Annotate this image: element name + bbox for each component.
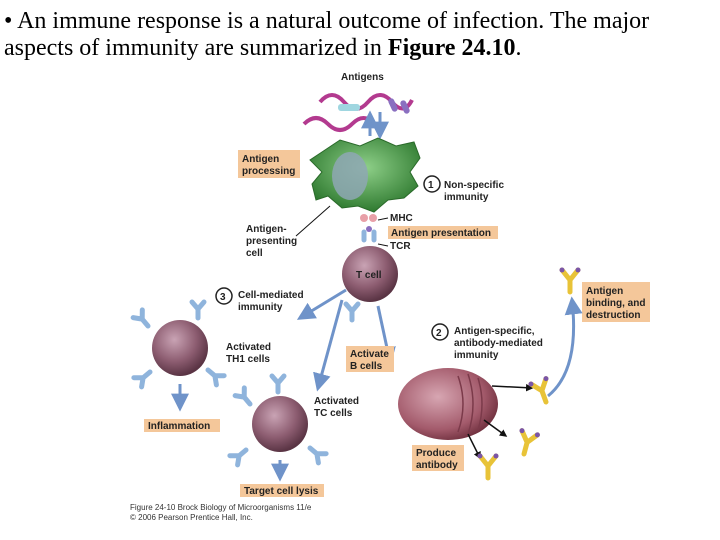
step-3-line-1: Cell-mediated <box>238 290 304 301</box>
bullet-period: . <box>515 35 522 61</box>
antigen-processing-line-2: processing <box>242 166 295 177</box>
step-3-badge <box>215 287 233 305</box>
step-2-line-3: immunity <box>454 350 499 361</box>
activated-tc-line-1: Activated <box>314 396 359 407</box>
antigens-group: Antigens <box>302 72 414 140</box>
presented-antigen-icon <box>366 226 372 232</box>
antigen-strand-1 <box>318 93 414 111</box>
antigen-particle <box>388 98 398 112</box>
receptor-icon <box>230 445 250 464</box>
receptor-icon <box>235 388 254 408</box>
antibody-icon <box>478 454 499 479</box>
antigen-particle <box>338 104 360 111</box>
step-1-badge <box>423 175 441 193</box>
figure-caption-line-2: © 2006 Pearson Prentice Hall, Inc. <box>130 513 253 522</box>
tcr-icon <box>361 229 377 243</box>
activate-b-line-1: Activate <box>350 349 389 360</box>
activated-th1-line-1: Activated <box>226 342 271 353</box>
antigen-binding-line-3: destruction <box>586 310 640 321</box>
antibody-icon <box>514 428 541 457</box>
antibody-icon <box>528 375 556 405</box>
step-2-badge <box>431 323 449 341</box>
mhc-icon <box>360 214 368 222</box>
arrow-to-antibody-3 <box>467 433 481 460</box>
arrow-to-antibody-1 <box>491 383 534 392</box>
receptor-icon <box>134 367 154 386</box>
plasma-b-cell <box>398 368 498 440</box>
step-2-line-2: antibody-mediated <box>454 338 543 349</box>
antigen-presentation-box <box>388 226 498 239</box>
step-2-line-1: Antigen-specific, <box>454 326 535 337</box>
produce-antibody-line-2: antibody <box>416 460 458 471</box>
apc-nucleus <box>332 152 368 200</box>
activated-th1-line-2: TH1 cells <box>226 354 270 365</box>
tc-cell <box>230 376 326 465</box>
antigen-particle <box>400 100 410 114</box>
antigen-binding-label: Antigen binding, and destruction <box>582 282 650 322</box>
apc-leader-line <box>295 205 331 237</box>
apc-line-1: Antigen- <box>246 224 287 235</box>
step-1-number: 1 <box>428 180 434 191</box>
figure-reference: Figure 24.10 <box>387 35 516 61</box>
bullet-body: • An immune response is a natural outcom… <box>4 8 650 61</box>
arrow-to-tc <box>313 299 344 392</box>
receptor-icon <box>272 376 284 392</box>
t-cell-label: T cell <box>356 270 382 281</box>
apc-label: Antigen- presenting cell <box>246 205 331 259</box>
inflammation-label: Inflammation <box>148 421 210 432</box>
tcr-label: TCR <box>390 241 411 252</box>
step-1-line-1: Non-specific <box>444 180 504 191</box>
receptor-icon <box>306 443 326 462</box>
step-1-label: 1 Non-specific immunity <box>423 175 504 203</box>
arrow-to-binding <box>547 296 583 398</box>
step-3-line-2: immunity <box>238 302 283 313</box>
antigen-binding-line-1: Antigen <box>586 286 623 297</box>
antigen-processing-line-1: Antigen <box>242 154 279 165</box>
receptor-icon <box>204 365 224 384</box>
produce-antibody-line-1: Produce <box>416 448 456 459</box>
target-cell-lysis-box <box>240 484 324 497</box>
activate-b-box <box>346 346 394 372</box>
tcr-leader-line <box>377 243 389 247</box>
activate-b-line-2: B cells <box>350 361 383 372</box>
figure-caption-line-1: Figure 24-10 Brock Biology of Microorgan… <box>130 503 312 512</box>
plasma-cell-er <box>457 373 483 435</box>
antigen-presentation-label: Antigen presentation <box>391 228 491 239</box>
receptor-icon <box>346 304 358 320</box>
receptor-icon <box>133 310 152 330</box>
antigen-strand-2 <box>302 116 376 132</box>
antigen-binding-line-2: binding, and <box>586 298 645 309</box>
activated-tc-line-2: TC cells <box>314 408 353 419</box>
target-cell-lysis-label: Target cell lysis <box>244 486 319 497</box>
arrow-to-th1 <box>296 288 347 320</box>
step-2-label: 2 Antigen-specific, antibody-mediated im… <box>431 323 543 361</box>
produce-antibody-box <box>412 445 464 471</box>
antibody-icon <box>560 268 581 293</box>
apc-line-2: presenting <box>246 236 297 247</box>
mhc-leader-line <box>377 217 389 221</box>
mhc-icon <box>369 214 377 222</box>
receptor-icon <box>192 302 204 318</box>
antigen-processing-label: Antigen processing <box>238 150 300 178</box>
th1-cell <box>133 302 224 387</box>
inflammation-box <box>144 419 220 432</box>
slide-bullet-text: • An immune response is a natural outcom… <box>4 8 716 62</box>
step-3-number: 3 <box>220 292 226 303</box>
step-2-number: 2 <box>436 328 442 339</box>
arrow-to-antibody-2 <box>483 419 508 437</box>
step-1-line-2: immunity <box>444 192 489 203</box>
t-cell: T cell <box>342 246 398 302</box>
step-3-label: 3 Cell-mediated immunity <box>215 287 304 313</box>
antigens-label: Antigens <box>341 72 384 83</box>
apc-line-3: cell <box>246 248 263 259</box>
antigen-presenting-cell <box>309 137 421 243</box>
mhc-label: MHC <box>390 213 413 224</box>
